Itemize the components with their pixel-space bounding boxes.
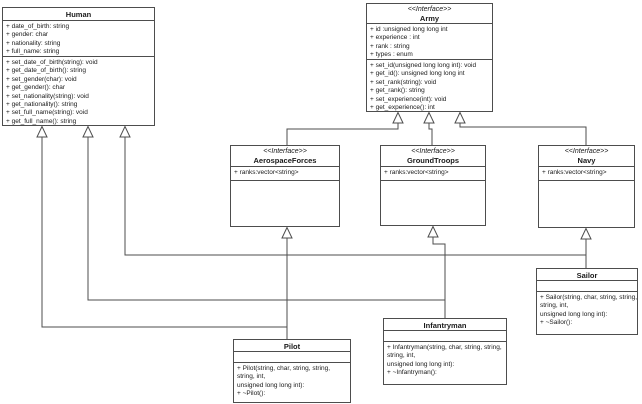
class-sailor[interactable]: Sailor + Sailor(string, char, string, st… xyxy=(536,268,638,335)
arrowhead-generalization-aerospaceforces xyxy=(281,226,293,239)
class-army-methods: + set_id(unsigned long long int): void +… xyxy=(367,60,492,111)
method: + get_gender(): char xyxy=(6,84,66,92)
edge-infantryman-to-groundtroops[interactable] xyxy=(432,237,446,318)
method: + set_rank(string): void xyxy=(370,78,437,86)
class-name: Army xyxy=(419,14,440,23)
attribute: + ranks:vector<string> xyxy=(234,169,299,176)
method: string, int, xyxy=(540,302,569,310)
method: + ~Sailor(): xyxy=(540,319,573,327)
stereotype: <<Interface>> xyxy=(411,148,455,155)
class-name: GroundTroops xyxy=(406,156,460,165)
stereotype: <<Interface>> xyxy=(407,6,452,13)
method: + set_date_of_birth(string): void xyxy=(6,59,98,66)
class-pilot-title: Pilot xyxy=(234,340,350,352)
class-navy-attributes: + ranks:vector<string> xyxy=(539,167,634,181)
attribute: + nationality: string xyxy=(6,39,61,47)
class-groundtroops-attributes: + ranks:vector<string> xyxy=(381,167,485,181)
method: + set_id(unsigned long long int): void xyxy=(370,62,477,69)
arrowhead-generalization-human-1 xyxy=(36,125,48,138)
class-human-attributes: + date_of_birth: string + gender: char +… xyxy=(3,21,154,57)
method: + get_nationality(): string xyxy=(6,101,78,109)
attribute: + rank : string xyxy=(370,42,410,50)
class-pilot[interactable]: Pilot + Pilot(string, char, string, stri… xyxy=(233,339,351,403)
class-aerospaceforces-attributes: + ranks:vector<string> xyxy=(231,167,339,181)
method: + get_rank(): string xyxy=(370,87,425,95)
class-sailor-methods: + Sailor(string, char, string, string, s… xyxy=(537,292,637,334)
class-sailor-title: Sailor xyxy=(537,269,637,281)
class-name: AerospaceForces xyxy=(253,156,317,165)
edge-pilot-to-human[interactable] xyxy=(41,137,288,339)
class-groundtroops-title: <<Interface>> GroundTroops xyxy=(381,146,485,167)
stereotype: <<Interface>> xyxy=(263,148,307,155)
class-army-title: <<Interface>> Army xyxy=(367,4,492,24)
class-infantryman[interactable]: Infantryman + Infantryman(string, char, … xyxy=(383,318,507,385)
arrowhead-generalization-army-1 xyxy=(392,111,404,124)
class-human[interactable]: Human + date_of_birth: string + gender: … xyxy=(2,7,155,126)
class-aerospaceforces[interactable]: <<Interface>> AerospaceForces + ranks:ve… xyxy=(230,145,340,227)
edge-groundtroops-to-army[interactable] xyxy=(428,123,433,145)
method: + Infantryman(string, char, string, stri… xyxy=(387,344,502,351)
method: + Sailor(string, char, string, string, xyxy=(540,294,637,301)
attribute: + date_of_birth: string xyxy=(6,23,70,30)
attribute: + types : enum xyxy=(370,51,413,59)
arrowhead-generalization-human-2 xyxy=(82,125,94,138)
class-groundtroops-methods xyxy=(381,181,485,225)
attribute: + gender: char xyxy=(6,31,49,39)
method: unsigned long long int): xyxy=(387,360,455,368)
edge-sailor-to-human[interactable] xyxy=(124,137,587,268)
method: + get_id(): unsigned long long int xyxy=(370,70,465,78)
edge-aerospaceforces-to-army[interactable] xyxy=(286,123,399,145)
method: string, int, xyxy=(237,373,266,381)
class-aerospaceforces-title: <<Interface>> AerospaceForces xyxy=(231,146,339,167)
class-infantryman-title: Infantryman xyxy=(384,319,506,331)
method: + get_experience(): int xyxy=(370,104,435,111)
edge-infantryman-to-human[interactable] xyxy=(87,137,446,318)
method: + set_nationality(string): void xyxy=(6,92,89,100)
method: string, int, xyxy=(387,352,416,360)
arrowhead-generalization-navy xyxy=(580,227,592,240)
class-name: Navy xyxy=(577,156,596,165)
class-name: Pilot xyxy=(283,342,301,351)
arrowhead-generalization-army-3 xyxy=(454,111,466,124)
arrowhead-generalization-human-3 xyxy=(119,125,131,138)
method: + ~Infantryman(): xyxy=(387,369,437,377)
class-navy-methods xyxy=(539,181,634,227)
attribute: + ranks:vector<string> xyxy=(542,169,607,176)
class-name: Human xyxy=(65,10,92,19)
method: + set_experience(int): void xyxy=(370,95,447,103)
edge-navy-to-army[interactable] xyxy=(459,123,587,145)
method: + set_full_name(string): void xyxy=(6,109,88,117)
class-infantryman-methods: + Infantryman(string, char, string, stri… xyxy=(384,342,506,384)
method: + get_full_name(): string xyxy=(6,117,77,125)
method: + Pilot(string, char, string, string, xyxy=(237,365,331,372)
method: + get_date_of_birth(): string xyxy=(6,67,87,75)
class-navy-title: <<Interface>> Navy xyxy=(539,146,634,167)
class-army[interactable]: <<Interface>> Army + id :unsigned long l… xyxy=(366,3,493,112)
class-groundtroops[interactable]: <<Interface>> GroundTroops + ranks:vecto… xyxy=(380,145,486,226)
class-human-methods: + set_date_of_birth(string): void + get_… xyxy=(3,57,154,125)
class-sailor-attributes xyxy=(537,281,637,292)
class-pilot-methods: + Pilot(string, char, string, string, st… xyxy=(234,363,350,402)
attribute: + ranks:vector<string> xyxy=(384,169,449,176)
attribute: + experience : int xyxy=(370,34,420,42)
method: + ~Pilot(): xyxy=(237,390,266,398)
method: + set_gender(char): void xyxy=(6,75,77,83)
class-infantryman-attributes xyxy=(384,331,506,342)
class-name: Sailor xyxy=(576,271,598,280)
arrowhead-generalization-army-2 xyxy=(423,111,435,124)
class-pilot-attributes xyxy=(234,352,350,363)
class-human-title: Human xyxy=(3,8,154,21)
arrowhead-generalization-groundtroops xyxy=(427,225,439,238)
class-name: Infantryman xyxy=(423,321,467,330)
method: unsigned long long int): xyxy=(237,381,305,389)
method: unsigned long long int): xyxy=(540,310,608,318)
attribute: + id :unsigned long long int xyxy=(370,26,448,33)
class-aerospaceforces-methods xyxy=(231,181,339,226)
attribute: + full_name: string xyxy=(6,48,60,56)
class-army-attributes: + id :unsigned long long int + experienc… xyxy=(367,24,492,60)
class-navy[interactable]: <<Interface>> Navy + ranks:vector<string… xyxy=(538,145,635,228)
stereotype: <<Interface>> xyxy=(564,148,609,155)
